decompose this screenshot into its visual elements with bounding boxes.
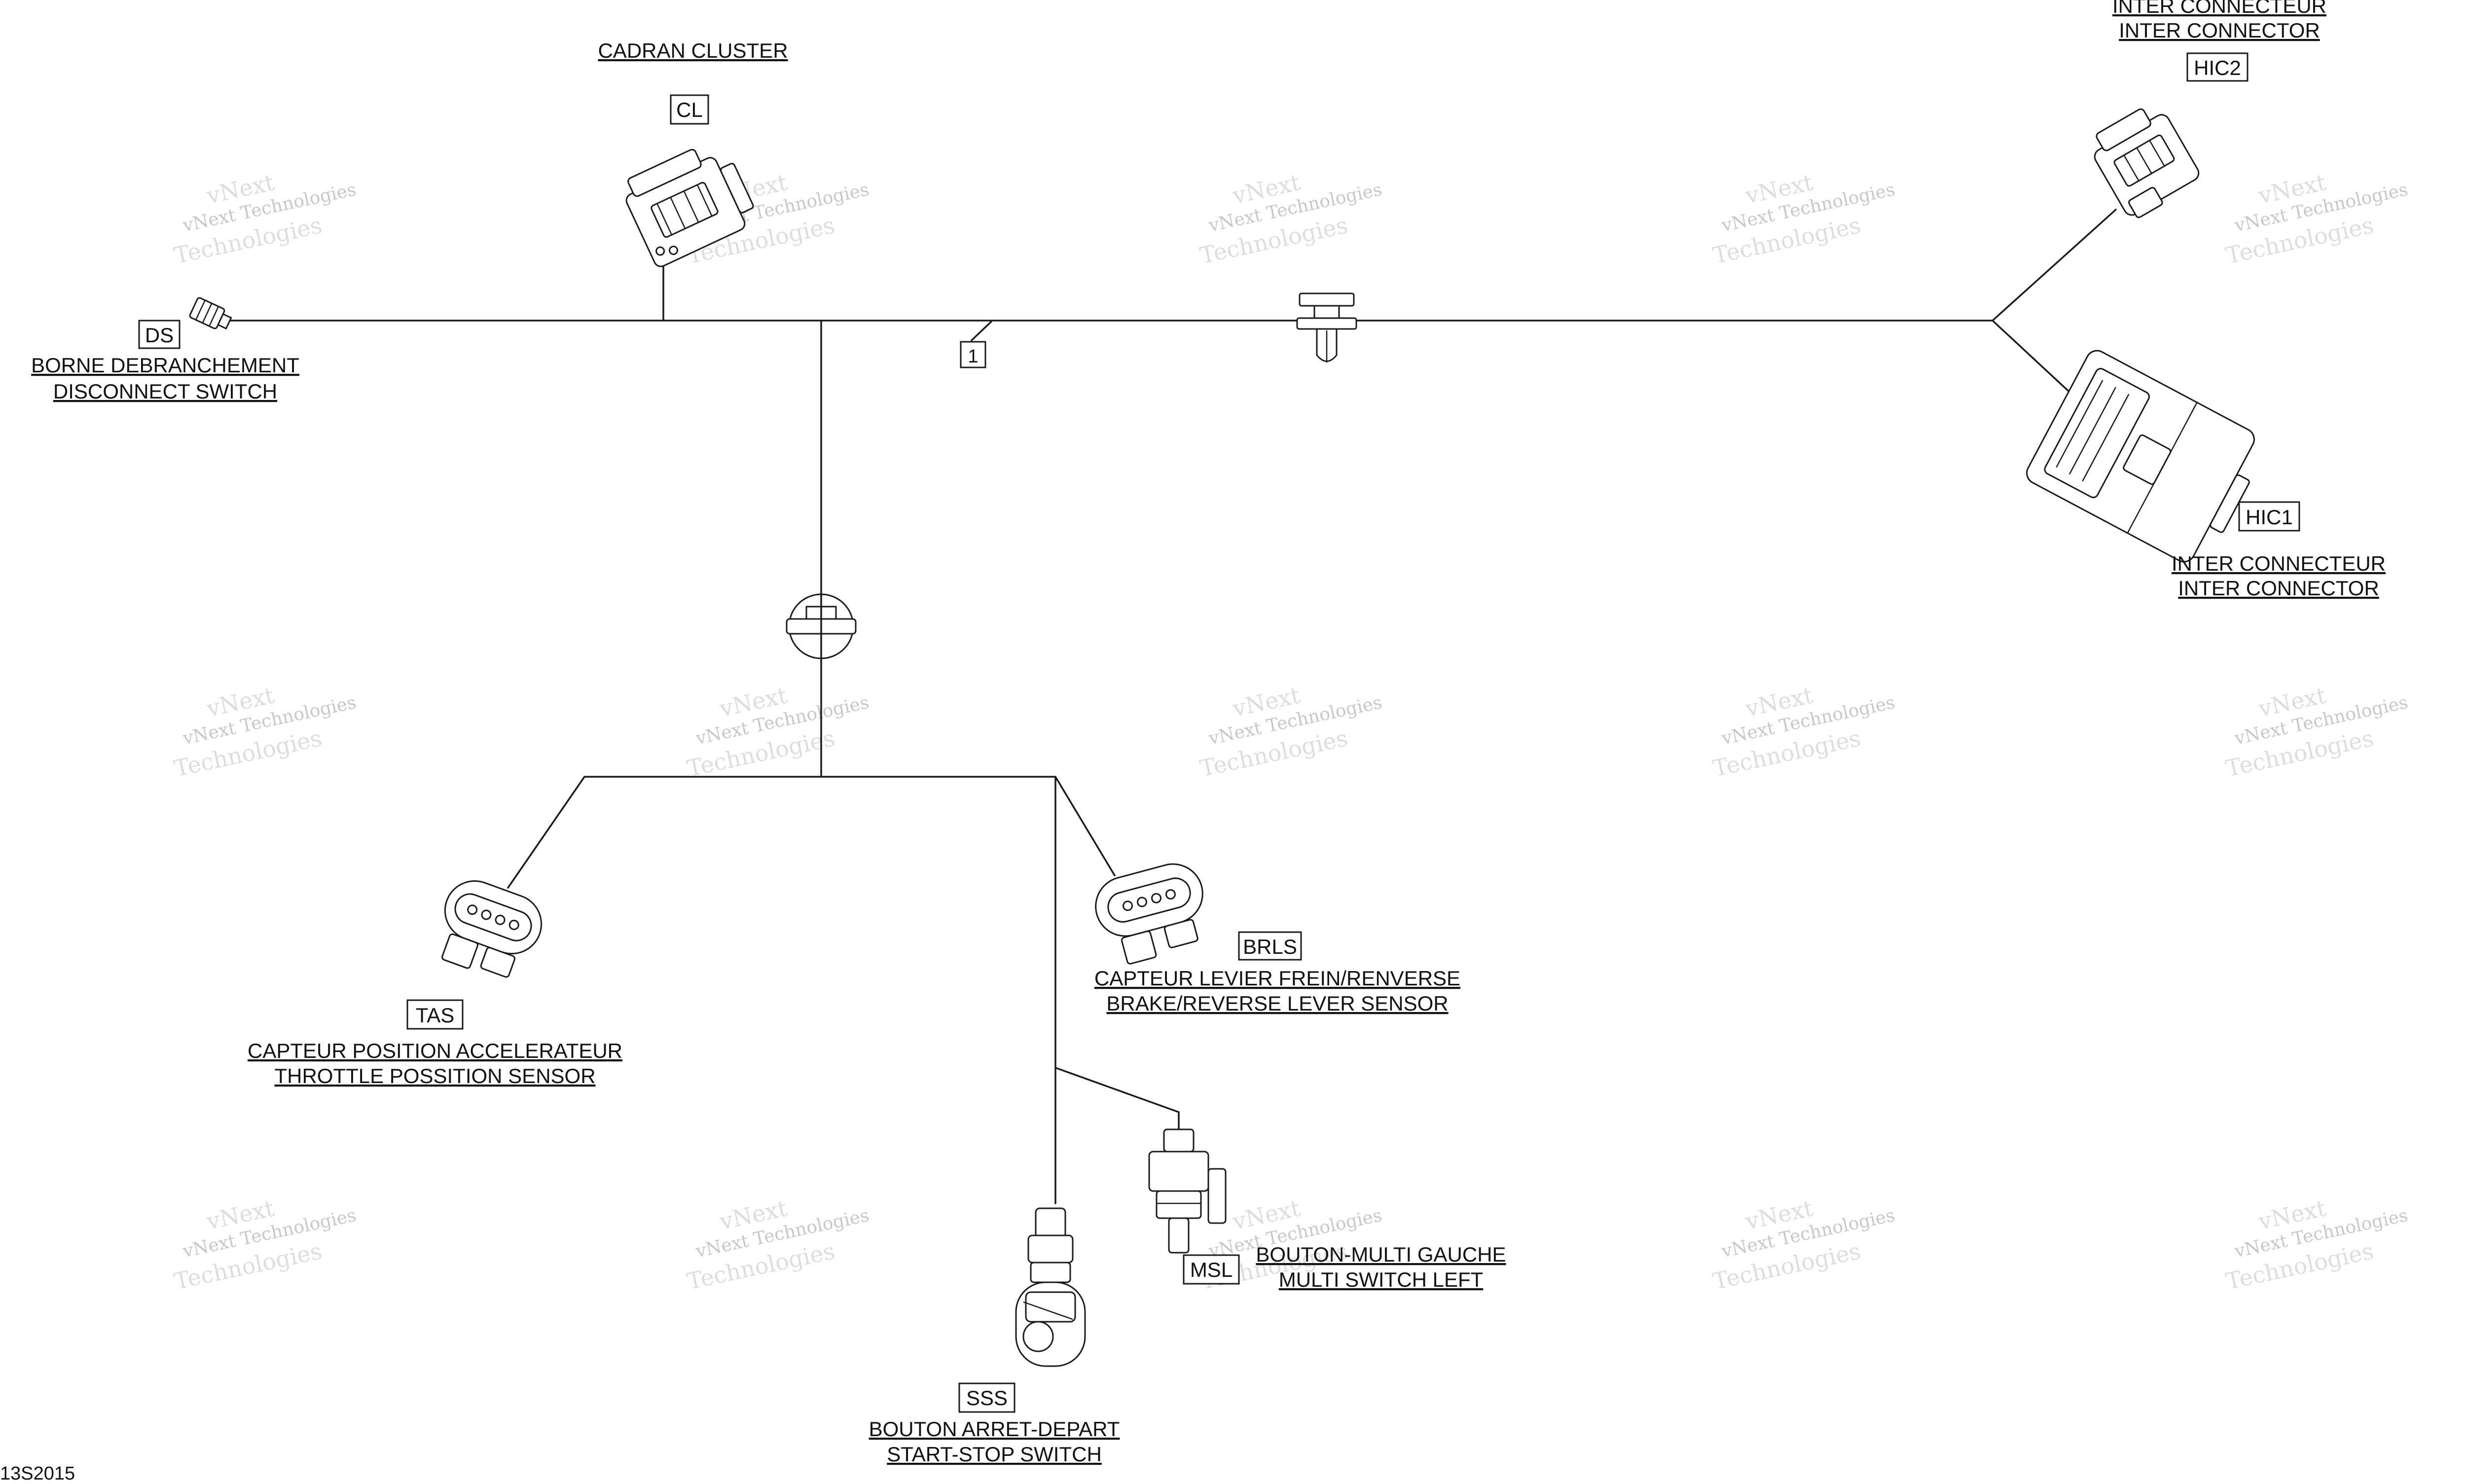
msl-label-en: MULTI SWITCH LEFT [1279,1268,1484,1291]
watermark: vNext vNext Technologies Technologies [685,682,870,782]
ds-label-en: DISCONNECT SWITCH [53,380,277,403]
ds-callout: DS BORNE DEBRANCHEMENT DISCONNECT SWITCH [31,320,299,403]
sss-code: SSS [966,1386,1008,1410]
msl-code: MSL [1190,1258,1233,1281]
harness-clip-icon [1296,292,1357,362]
brls-label-en: BRAKE/REVERSE LEVER SENSOR [1106,992,1448,1015]
cl-code: CL [676,98,703,121]
hic1-label-en: INTER CONNECTOR [2178,577,2379,600]
watermark: vNext vNext Technologies Technologies [1197,169,1383,269]
watermark: vNext vNext Technologies Technologies [1197,682,1383,782]
brls-code: BRLS [1243,935,1297,958]
watermark: vNext vNext Technologies Technologies [172,1194,358,1295]
brls-branch-wire [1054,776,1116,876]
tas-branch-wire [507,776,585,889]
tas-connector-icon [441,880,543,978]
callout-1-number: 1 [968,346,978,367]
hic2-callout: INTER CONNECTEUR INTER CONNECTOR HIC2 [2112,0,2326,82]
cl-connector-icon [625,148,754,267]
watermark: vNext vNext Technologies Technologies [1710,682,1896,782]
sss-callout: SSS BOUTON ARRET-DEPART START-STOP SWITC… [869,1382,1120,1466]
tas-code: TAS [416,1004,455,1027]
watermark: vNext vNext Technologies Technologies [1710,169,1896,269]
hic1-callout: HIC1 INTER CONNECTEUR INTER CONNECTOR [2172,501,2386,600]
sss-label-en: START-STOP SWITCH [887,1443,1102,1466]
hic2-branch-wire [1992,209,2117,322]
tas-callout: TAS CAPTEUR POSITION ACCELERATEUR THROTT… [248,999,622,1087]
watermark-layer: vNext vNext Technologies Technologies vN… [172,169,2409,1295]
brls-connector-icon [1095,863,1203,965]
sss-switch-icon [1015,1207,1086,1367]
hic1-code: HIC1 [2246,506,2293,529]
msl-callout: MSL BOUTON-MULTI GAUCHE MULTI SWITCH LEF… [1183,1243,1506,1291]
watermark: vNext vNext Technologies Technologies [685,1194,870,1295]
hic2-connector-icon [2094,108,2200,218]
msl-branch-wire [1054,1067,1180,1130]
hic1-connector-icon [2026,350,2255,563]
watermark: vNext vNext Technologies Technologies [2223,682,2409,782]
cable-tie-icon [786,593,857,659]
msl-connector-icon [1148,1128,1227,1254]
watermark: vNext vNext Technologies Technologies [2223,1194,2409,1295]
harness-wires [221,209,2117,1204]
watermark: vNext vNext Technologies Technologies [2223,169,2409,269]
watermark: vNext vNext Technologies Technologies [172,682,358,782]
hic2-label-en: INTER CONNECTOR [2119,19,2320,42]
hic1-label-fr: INTER CONNECTEUR [2172,552,2386,575]
ds-connector-icon [189,297,232,329]
ds-label-fr: BORNE DEBRANCHEMENT [31,354,299,377]
ds-code: DS [145,324,174,347]
watermark: vNext vNext Technologies Technologies [1710,1194,1896,1295]
tas-label-en: THROTTLE POSSITION SENSOR [274,1064,595,1087]
tas-label-fr: CAPTEUR POSITION ACCELERATEUR [248,1039,622,1062]
callout-leader-wire [971,321,992,341]
sss-label-fr: BOUTON ARRET-DEPART [869,1417,1120,1441]
watermark: vNext vNext Technologies Technologies [172,169,358,269]
cl-label-fr: CADRAN CLUSTER [598,39,788,62]
hic2-label-fr: INTER CONNECTEUR [2112,0,2326,17]
brls-callout: BRLS CAPTEUR LEVIER FREIN/RENVERSE BRAKE… [1094,931,1460,1015]
callout-1: 1 [960,341,986,368]
hic2-code: HIC2 [2194,56,2241,79]
drawing-reference: 13S2015 [0,1463,75,1484]
msl-label-fr: BOUTON-MULTI GAUCHE [1256,1243,1506,1266]
cl-callout: CADRAN CLUSTER CL [598,39,788,125]
brls-label-fr: CAPTEUR LEVIER FREIN/RENVERSE [1094,967,1460,990]
